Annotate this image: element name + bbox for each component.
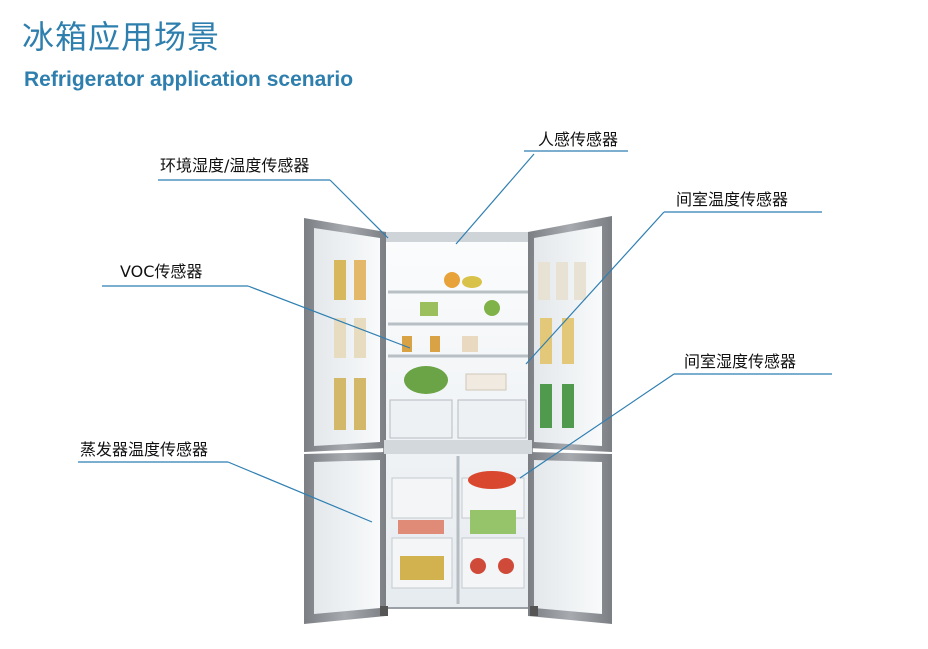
label-human-sensor: 人感传感器 bbox=[538, 130, 619, 149]
label-compartment-temp-sensor: 间室温度传感器 bbox=[676, 190, 789, 209]
callout-pointer-ambient bbox=[329, 179, 389, 239]
callout-pointer-evap bbox=[227, 461, 373, 523]
label-evaporator-temp-sensor: 蒸发器温度传感器 bbox=[80, 440, 209, 459]
callout-pointer-human bbox=[455, 153, 535, 245]
page-title: 冰箱应用场景 bbox=[22, 18, 221, 56]
callout-pointer-voc bbox=[247, 285, 411, 349]
label-ambient-sensor: 环境湿度/温度传感器 bbox=[160, 156, 310, 175]
callout-lines bbox=[78, 150, 832, 523]
callout-pointer-comp-hum bbox=[519, 373, 675, 479]
page-subtitle: Refrigerator application scenario bbox=[24, 68, 354, 91]
callout-pointer-comp-temp bbox=[525, 211, 665, 365]
label-voc-sensor: VOC传感器 bbox=[120, 262, 203, 281]
label-compartment-humidity-sensor: 间室湿度传感器 bbox=[684, 352, 797, 371]
refrigerator-icon bbox=[304, 216, 612, 624]
